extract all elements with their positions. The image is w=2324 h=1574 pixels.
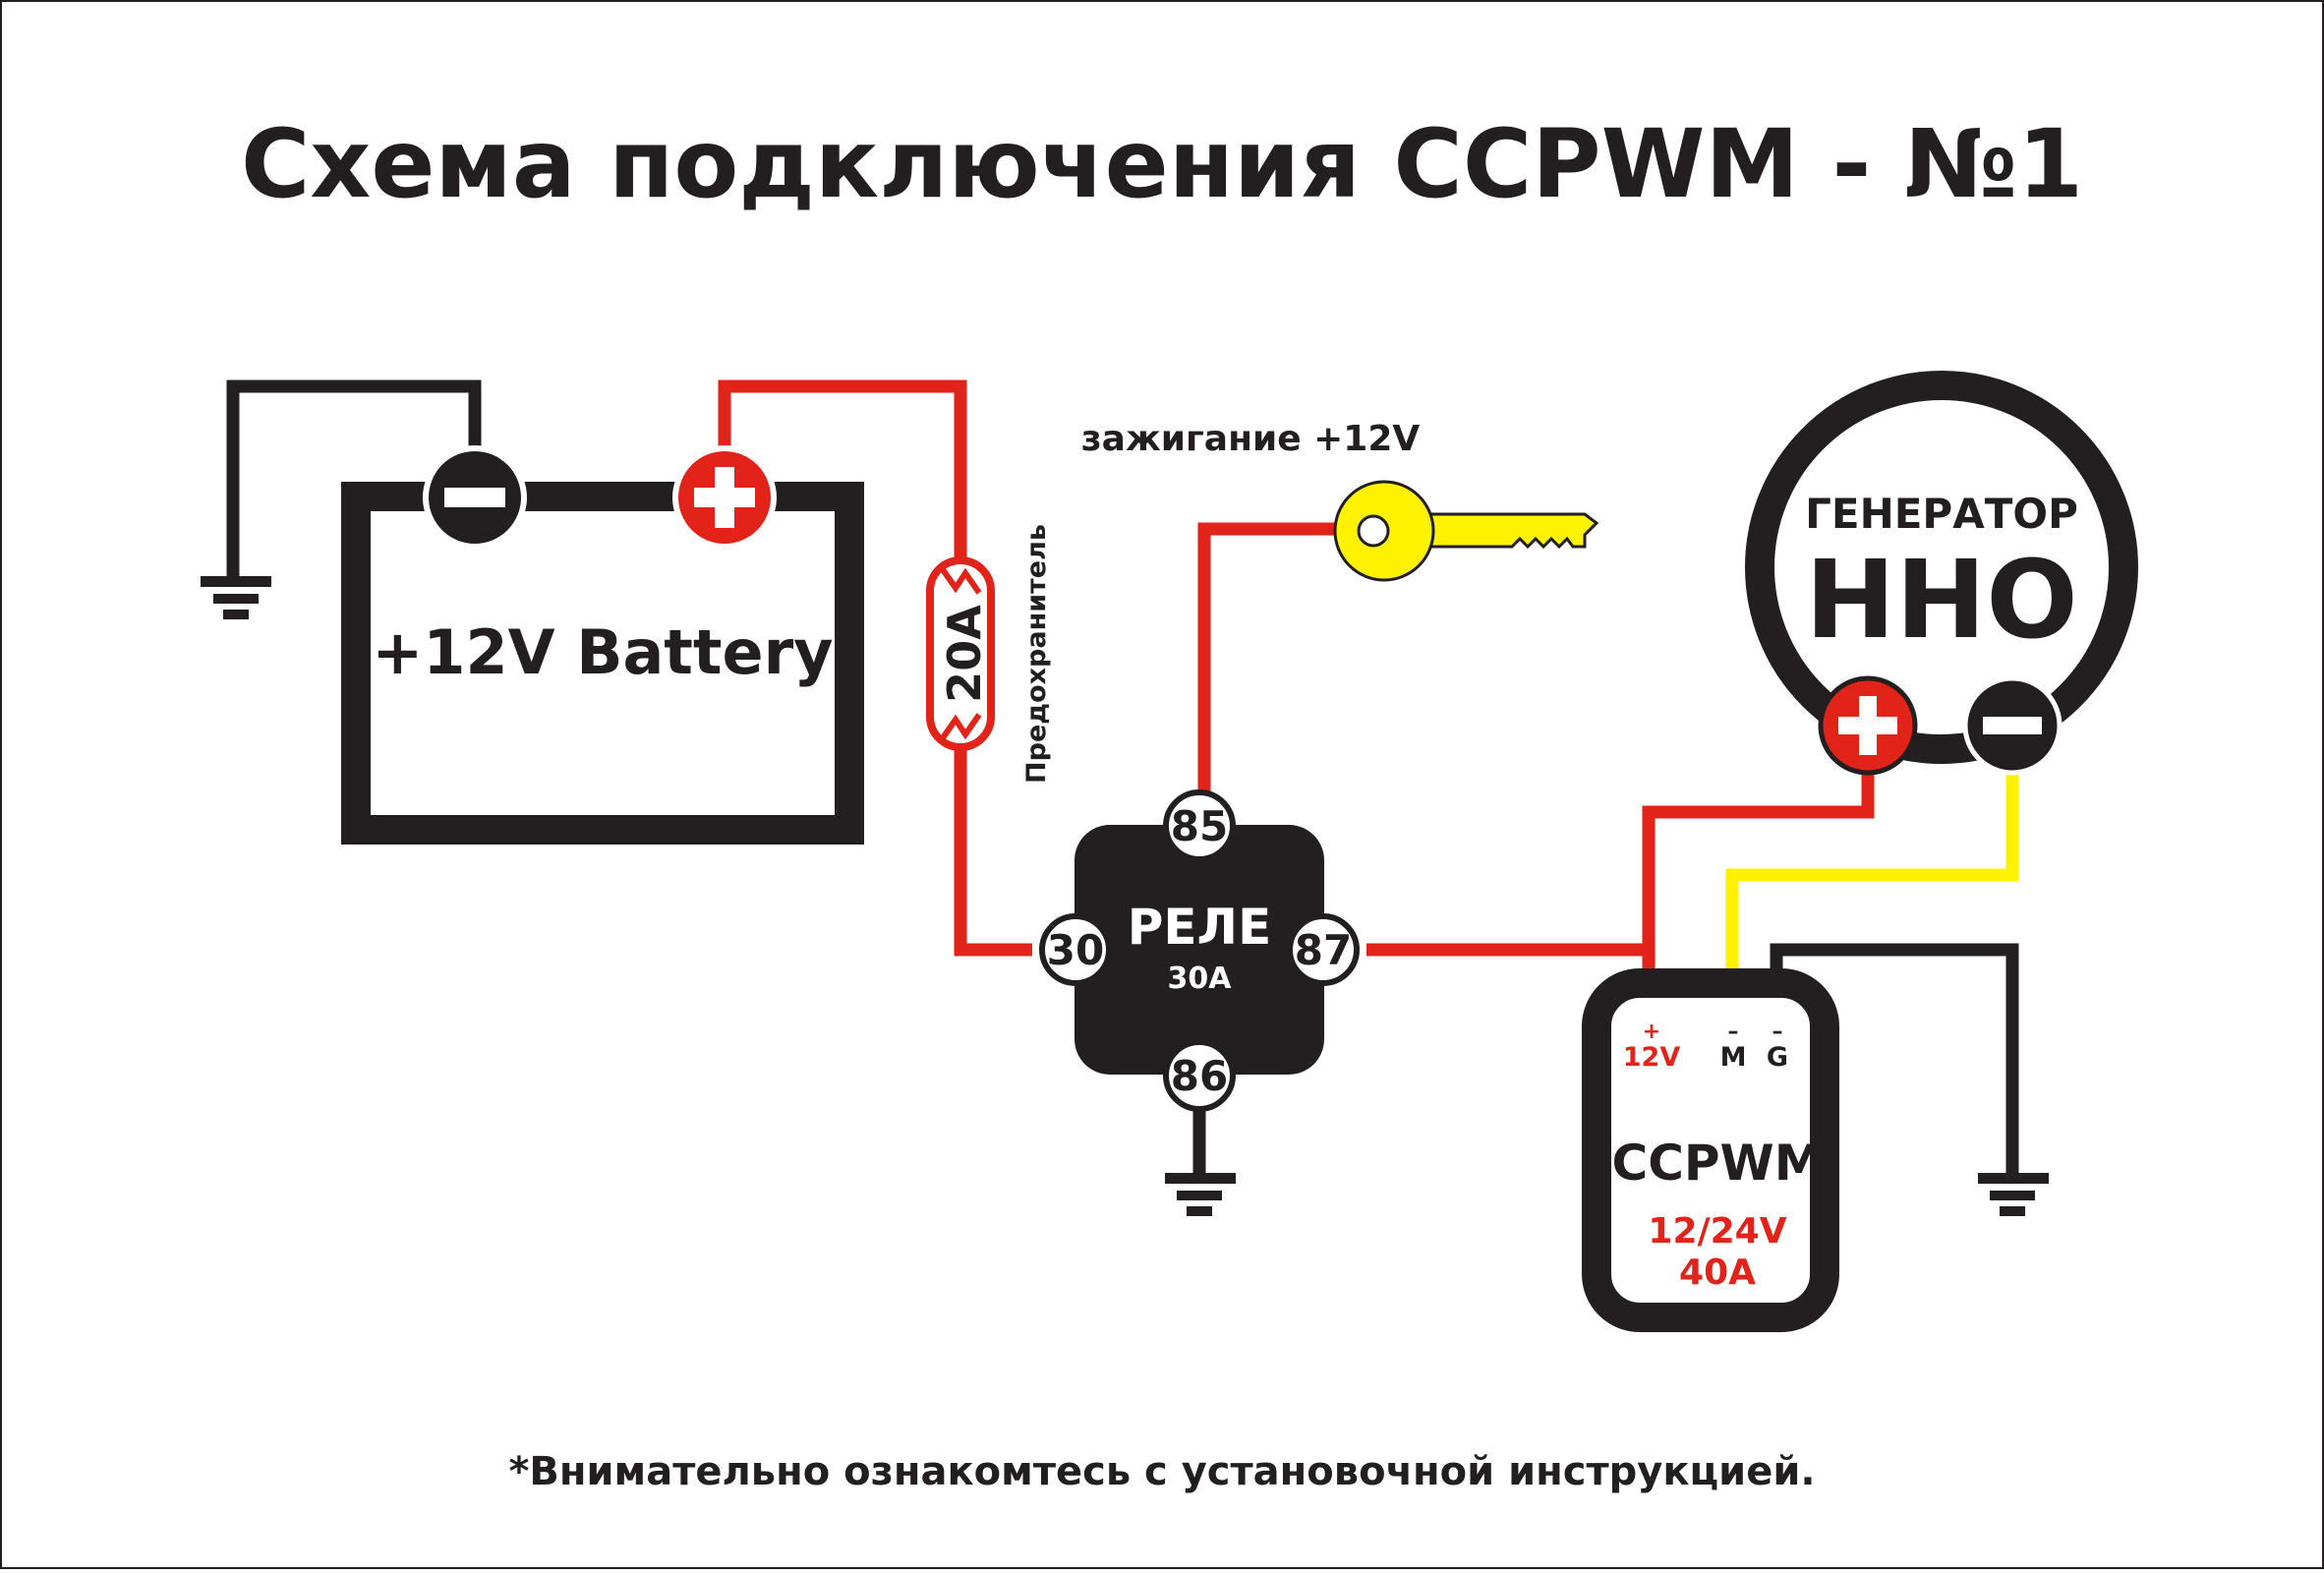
ccpwm-m-sign: –	[1728, 1020, 1739, 1044]
wire-generator-positive	[1642, 767, 1875, 950]
battery-positive-terminal	[672, 445, 777, 550]
relay-pin-86-label: 86	[1171, 1052, 1228, 1100]
ccpwm-controller: + 12V – M – G CCPWM 12/24V 40A	[1582, 968, 1839, 1332]
generator-negative-terminal	[1962, 675, 2063, 776]
fuse-body	[926, 556, 995, 751]
ccpwm-voltage: 12/24V	[1648, 1211, 1786, 1252]
ccpwm-title: CCPWM	[1612, 1135, 1824, 1192]
fuse-zigzag-bottom	[939, 713, 982, 741]
ignition: зажигание +12V	[1081, 419, 1599, 582]
relay-rating: 30A	[1168, 962, 1233, 996]
ccpwm-terminal-g: G	[1767, 1042, 1788, 1073]
battery-negative-terminal	[423, 445, 527, 550]
ccpwm-terminal-12v: 12V	[1623, 1042, 1681, 1073]
ccpwm-plus-sign: +	[1643, 1020, 1660, 1044]
ground-icon	[1165, 1173, 1236, 1216]
relay-body	[1075, 825, 1324, 1075]
battery-label: +12V Battery	[372, 616, 833, 688]
relay: РЕЛЕ 30A 85 30 87 86	[1039, 789, 1360, 1112]
relay-pin-87-label: 87	[1295, 926, 1352, 974]
relay-pin-86: 86	[1163, 1039, 1236, 1112]
ignition-label: зажигание +12V	[1081, 419, 1421, 459]
key-icon	[1333, 480, 1599, 582]
ccpwm-body	[1582, 968, 1839, 1332]
fuse-zigzag-top	[939, 566, 982, 595]
page-title: Схема подключения CCPWM - №1	[241, 109, 2083, 219]
wire-generator-negative	[1725, 767, 2019, 1022]
battery-body	[341, 482, 864, 845]
relay-pin-30: 30	[1039, 913, 1112, 986]
fuse: 20A Предохранитель	[926, 524, 1052, 784]
relay-pin-85-label: 85	[1171, 802, 1228, 850]
ccpwm-terminal-m: M	[1720, 1042, 1747, 1073]
ground-icon	[201, 576, 271, 619]
minus-icon	[444, 488, 505, 507]
generator-positive-terminal	[1818, 675, 1918, 776]
wire-ignition	[1197, 522, 1352, 796]
wire-battery-positive	[718, 379, 1032, 957]
relay-pin-30-label: 30	[1047, 926, 1104, 974]
footnote: *Внимательно ознакомтесь с установочной …	[508, 1449, 1815, 1494]
ccpwm-current: 40A	[1679, 1253, 1756, 1293]
battery: +12V Battery	[341, 445, 864, 845]
plus-icon	[1838, 696, 1897, 755]
ground-icon	[1978, 1173, 2049, 1216]
ccpwm-g-sign: –	[1772, 1020, 1783, 1044]
minus-icon	[1983, 717, 2042, 734]
relay-pin-85: 85	[1163, 789, 1236, 862]
generator-title: ГЕНЕРАТОР	[1805, 490, 2078, 538]
generator-name: HHO	[1805, 537, 2078, 663]
plus-icon	[694, 467, 755, 528]
relay-pin-87: 87	[1287, 913, 1360, 986]
relay-title: РЕЛЕ	[1128, 899, 1271, 956]
hho-generator: ГЕНЕРАТОР HHO	[1745, 371, 2138, 776]
fuse-rating: 20A	[938, 605, 991, 703]
wire-battery-ground	[226, 379, 482, 580]
fuse-label: Предохранитель	[1021, 524, 1052, 784]
generator-body	[1745, 371, 2138, 764]
